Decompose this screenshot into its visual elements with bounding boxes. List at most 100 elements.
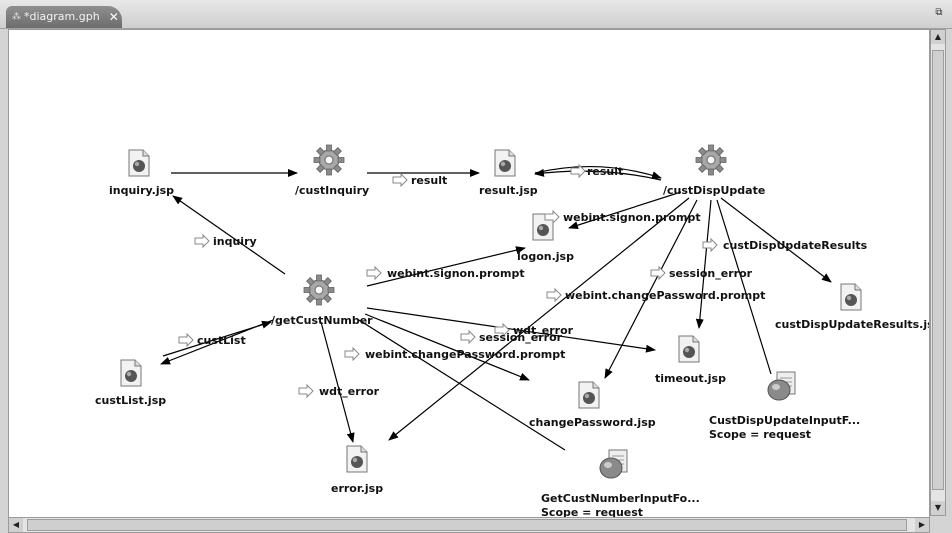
edge-label-signon-2[interactable]: webint.signon.prompt — [366, 266, 525, 280]
node-getcustnumber-action[interactable]: /getCustNumber — [271, 274, 373, 327]
form-bean-icon — [767, 371, 796, 401]
edge-getcustnumber-changepassword[interactable] — [364, 313, 530, 381]
node-inquiry-jsp[interactable]: inquiry.jsp — [109, 149, 174, 197]
forward-arrow-icon — [298, 384, 314, 398]
edge-label-text: result — [411, 174, 447, 187]
close-icon[interactable]: ✕ — [108, 10, 119, 24]
node-custdispupdateresults-jsp[interactable]: custDispUpdateResults.jsp — [775, 283, 929, 331]
editor-tab-diagram[interactable]: ⁂ *diagram.gph ✕ — [6, 6, 122, 28]
forward-arrow-icon — [650, 266, 666, 280]
vertical-scrollbar[interactable]: ▲ ▼ — [930, 29, 946, 516]
node-label: /custDispUpdate — [663, 184, 765, 197]
node-label: custList.jsp — [95, 394, 166, 407]
edge-result-to-custdispupdate[interactable] — [534, 165, 662, 180]
jsp-page-icon — [578, 381, 600, 409]
edge-label-result-2[interactable]: result — [570, 164, 623, 178]
edge-label-text: wdt_error — [513, 324, 574, 337]
node-label: result.jsp — [479, 184, 538, 197]
edge-label-result-1[interactable]: result — [392, 173, 447, 187]
edge-custdispupdate-error[interactable] — [388, 197, 690, 441]
forward-arrow-icon — [178, 333, 194, 347]
edge-custdispupdate-result[interactable] — [534, 168, 662, 181]
edge-getcustnumber-error[interactable] — [320, 321, 355, 443]
node-result-jsp[interactable]: result.jsp — [479, 149, 538, 197]
node-label: logon.jsp — [517, 250, 574, 263]
node-custdispupdate-formbean[interactable]: CustDispUpdateInputF... Scope = request — [709, 371, 860, 441]
edge-label-custlist[interactable]: custList — [178, 333, 246, 347]
vertical-scroll-thumb[interactable] — [932, 50, 944, 490]
edge-label-text: webint.changePassword.prompt — [565, 289, 765, 302]
edge-getcustnumber-timeout[interactable] — [366, 307, 656, 353]
node-custlist-jsp[interactable]: custList.jsp — [95, 359, 166, 407]
node-changepassword-jsp[interactable]: changePassword.jsp — [529, 381, 656, 429]
node-label: inquiry.jsp — [109, 184, 174, 197]
edge-label-changepassword-2[interactable]: webint.changePassword.prompt — [344, 347, 565, 361]
edge-label-session-error-2[interactable]: session_error — [460, 330, 563, 344]
edge-label-text: session_error — [479, 331, 563, 344]
scroll-right-icon[interactable]: ▶ — [915, 518, 929, 532]
edge-label-wdt-error-2[interactable]: wdt_error — [298, 384, 380, 398]
edge-custdispupdate-signon[interactable] — [568, 191, 682, 230]
edge-custdispupdate-changepassword[interactable] — [604, 199, 698, 379]
scroll-down-icon[interactable]: ▼ — [931, 501, 945, 515]
forward-arrow-icon — [702, 238, 718, 252]
jsp-page-icon — [128, 149, 150, 177]
edge-label-text: webint.signon.prompt — [387, 267, 525, 280]
edge-getcustnumber-inquiry[interactable] — [172, 195, 286, 275]
gear-action-icon — [313, 144, 345, 176]
forward-arrow-icon — [546, 288, 562, 302]
editor-tab-title: *diagram.gph — [24, 10, 100, 23]
node-label: changePassword.jsp — [529, 416, 656, 429]
node-getcustnumber-formbean[interactable]: GetCustNumberInputFo... Scope = request — [541, 449, 700, 517]
edge-getcustnumber-formbean[interactable] — [358, 319, 566, 451]
edge-label-text: webint.signon.prompt — [563, 211, 701, 224]
forward-arrow-icon — [344, 347, 360, 361]
edge-label-signon-1[interactable]: webint.signon.prompt — [544, 210, 701, 224]
jsp-page-icon — [494, 149, 516, 177]
edge-label-text: custList — [197, 334, 246, 347]
edge-label-text: session_error — [669, 267, 753, 280]
edge-custlist-getcustnumber[interactable] — [162, 320, 272, 357]
node-custinquiry-action[interactable]: /custInquiry — [295, 144, 369, 197]
edge-label-session-error-1[interactable]: session_error — [650, 266, 753, 280]
jsp-page-icon — [120, 359, 142, 387]
edge-label-text: wdt_error — [319, 385, 380, 398]
edge-getcustnumber-signon[interactable] — [366, 246, 526, 287]
scroll-left-icon[interactable]: ◀ — [9, 518, 23, 532]
node-scope-label: Scope = request — [709, 428, 811, 441]
edge-label-wdt-error-1[interactable]: wdt_error — [494, 323, 574, 337]
node-error-jsp[interactable]: error.jsp — [331, 445, 383, 495]
edge-custdispupdate-formbean[interactable] — [716, 199, 772, 375]
node-custdispupdate-action[interactable]: /custDispUpdate — [663, 144, 765, 197]
edge-label-text: result — [587, 165, 623, 178]
scrollbar-corner — [930, 517, 946, 533]
edge-labels: result result inquiry webint.signon.prom… — [178, 164, 868, 398]
node-label: /custInquiry — [295, 184, 369, 197]
edge-label-text: custDispUpdateResults — [723, 239, 868, 252]
diagram-svg: inquiry.jsp /custInquiry result.jsp /cus… — [95, 144, 929, 517]
horizontal-scroll-thumb[interactable] — [27, 519, 907, 531]
restore-window-icon[interactable]: ⧉ — [935, 7, 943, 18]
forward-arrow-icon — [460, 330, 476, 344]
node-logon-jsp[interactable]: logon.jsp — [517, 213, 574, 263]
editor-tab-strip: ⁂ *diagram.gph ✕ ⧉ — [0, 0, 952, 29]
edge-label-custdispupdateresults[interactable]: custDispUpdateResults — [702, 238, 868, 252]
node-label: GetCustNumberInputFo... — [541, 492, 700, 505]
edge-custdispupdate-timeout[interactable] — [695, 199, 712, 329]
scroll-up-icon[interactable]: ▲ — [931, 30, 945, 44]
edge-custdispupdate-results[interactable] — [720, 197, 832, 283]
jsp-page-icon — [840, 283, 862, 311]
node-scope-label: Scope = request — [541, 506, 643, 517]
edge-label-changepassword-1[interactable]: webint.changePassword.prompt — [546, 288, 765, 302]
node-timeout-jsp[interactable]: timeout.jsp — [655, 335, 726, 385]
gear-action-icon — [303, 274, 335, 306]
diagram-canvas[interactable]: inquiry.jsp /custInquiry result.jsp /cus… — [8, 29, 930, 518]
form-bean-icon — [599, 449, 628, 479]
forward-arrow-icon — [194, 234, 210, 248]
edge-label-inquiry[interactable]: inquiry — [194, 234, 257, 248]
edge-label-text: webint.changePassword.prompt — [365, 348, 565, 361]
horizontal-scrollbar[interactable]: ◀ ▶ — [8, 517, 930, 533]
diagram-file-icon: ⁂ — [12, 12, 21, 22]
node-label: custDispUpdateResults.jsp — [775, 318, 929, 331]
